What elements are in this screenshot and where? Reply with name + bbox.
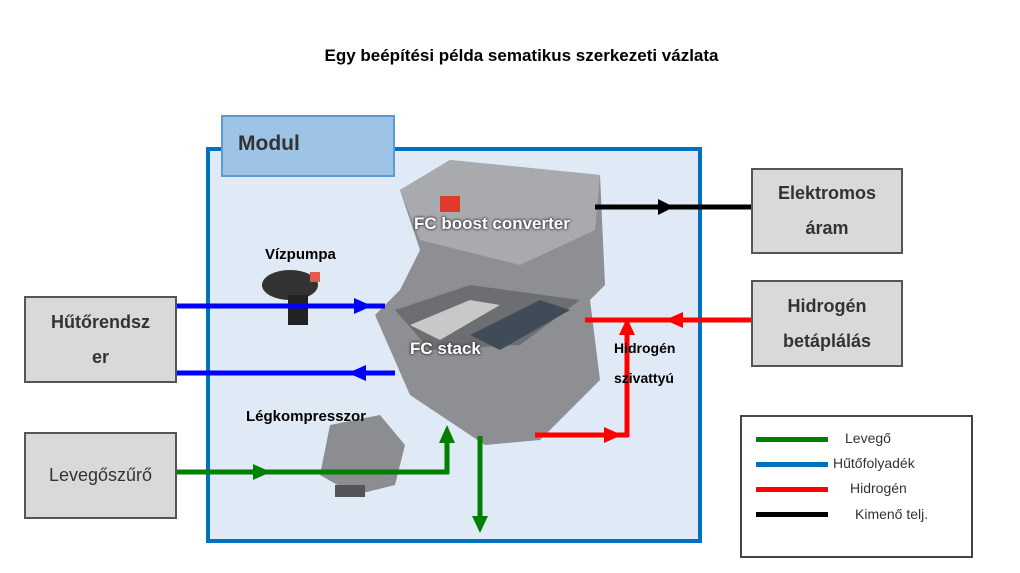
hydrogen-supply-label-2: betáplálás xyxy=(782,330,872,351)
fc-stack-label: FC stack xyxy=(410,339,481,358)
legend-swatch-air xyxy=(756,437,828,442)
arrow-up-icon xyxy=(619,318,635,335)
water-pump-label: Vízpumpa xyxy=(265,246,336,263)
air-compressor-label: Légkompresszor xyxy=(246,408,367,425)
arrow-up-icon xyxy=(439,425,455,443)
electric-power-label-1: Elektromos xyxy=(777,183,877,203)
arrow-right-icon xyxy=(253,464,271,480)
legend-label-power: Kimenő telj. xyxy=(855,506,929,522)
water-pump-image xyxy=(262,270,320,325)
diagram-title: Egy beépítési példa sematikus szerkezeti… xyxy=(324,46,719,65)
hydrogen-supply-box: Hidrogén betáplálás xyxy=(751,280,903,367)
legend-label-air: Levegő xyxy=(845,430,891,446)
hydrogen-pump-label-2: szivattyú xyxy=(614,370,674,386)
arrow-right-icon xyxy=(354,298,372,314)
air-filter-box: Levegőszűrő xyxy=(24,432,177,519)
air-filter-label: Levegőszűrő xyxy=(48,465,153,485)
module-label: Modul xyxy=(221,115,395,177)
legend-swatch-coolant xyxy=(756,462,828,467)
cooling-system-label-2: er xyxy=(91,346,109,367)
fc-module-image xyxy=(375,160,605,445)
arrow-down-icon xyxy=(472,516,488,533)
air-compressor-image xyxy=(320,415,405,497)
hydrogen-supply-label-1: Hidrogén xyxy=(787,295,867,316)
legend-label-hydrogen: Hidrogén xyxy=(850,480,907,496)
hydrogen-pump-label-1: Hidrogén xyxy=(614,340,676,356)
cooling-system-box: Hűtőrendsz er xyxy=(24,296,177,383)
arrow-left-icon xyxy=(348,365,366,381)
arrow-right-icon xyxy=(604,427,622,443)
electric-power-box: Elektromos áram xyxy=(751,168,903,254)
legend-swatch-hydrogen xyxy=(756,487,828,492)
arrow-left-icon xyxy=(665,312,683,328)
arrow-right-icon xyxy=(658,199,674,215)
legend-swatch-power xyxy=(756,512,828,517)
cooling-system-label-1: Hűtőrendsz xyxy=(51,311,150,332)
electric-power-label-2: áram xyxy=(805,218,849,238)
fc-boost-converter-label: FC boost converter xyxy=(414,214,570,233)
legend: Levegő Hűtőfolyadék Hidrogén Kimenő telj… xyxy=(740,415,973,558)
legend-label-coolant: Hűtőfolyadék xyxy=(833,455,915,471)
